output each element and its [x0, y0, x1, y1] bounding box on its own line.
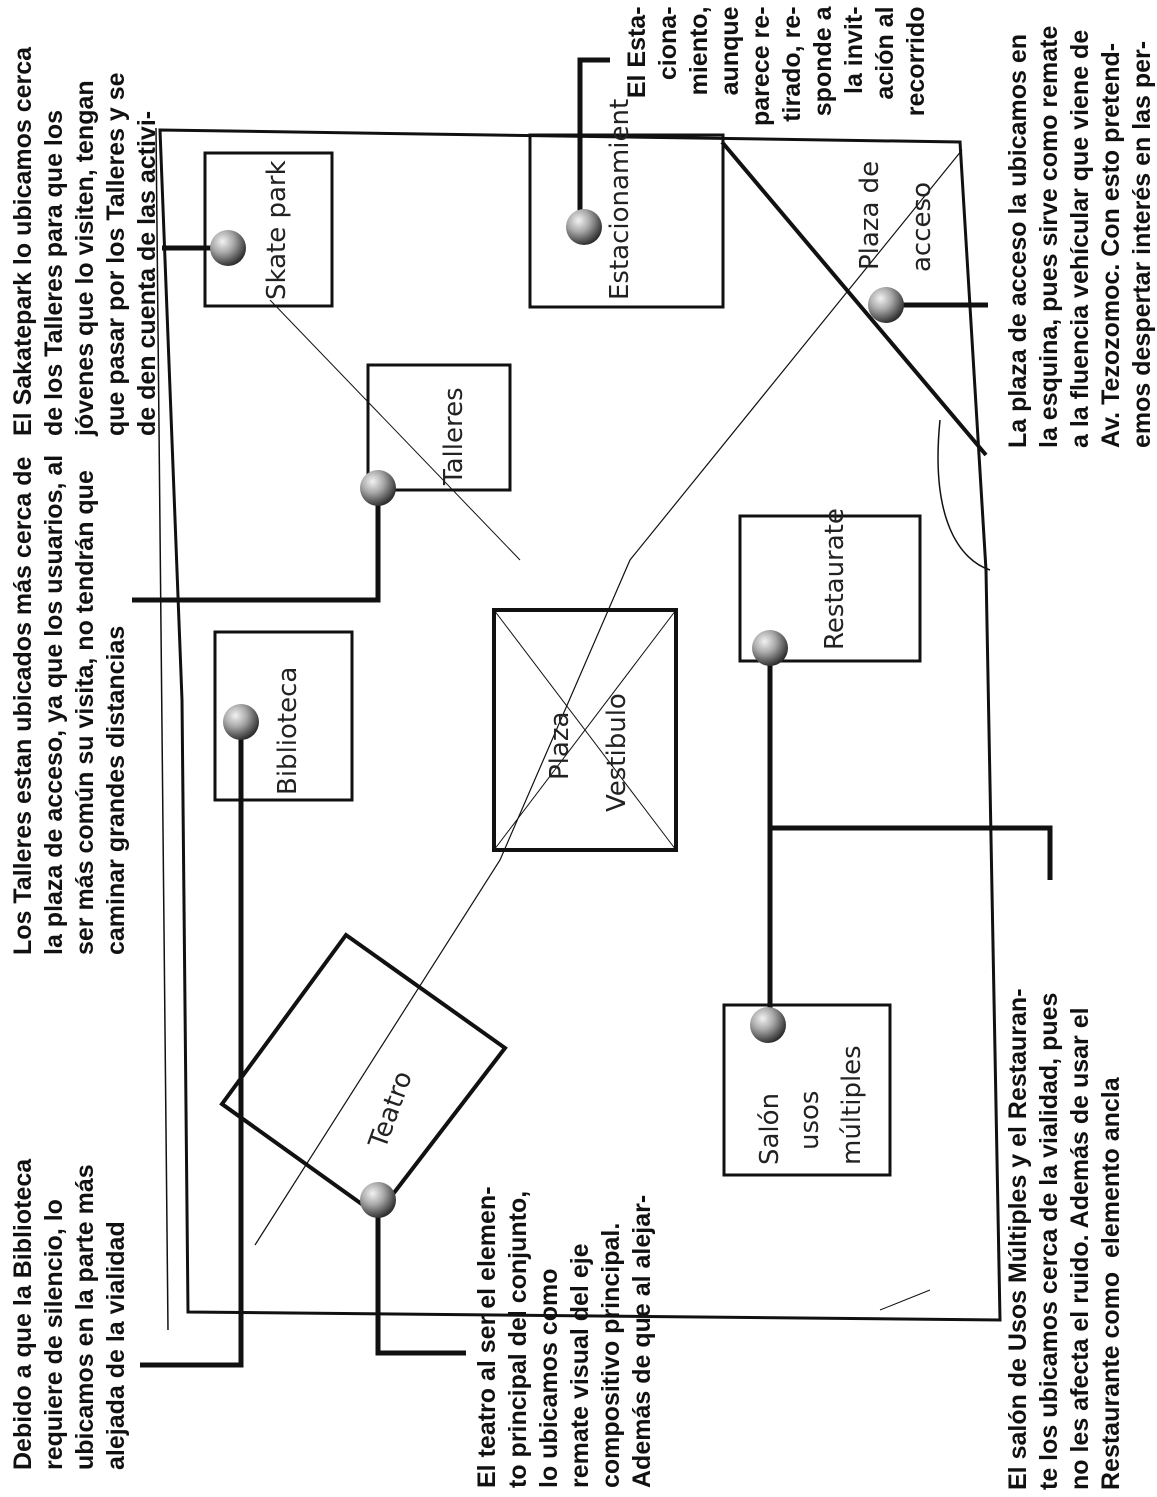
plaza-vestibulo-label-1: Plaza — [545, 712, 575, 780]
restaurante-box — [738, 514, 922, 663]
restaurante-label: Restaurate — [820, 508, 850, 650]
salon-label-3: múltiples — [837, 1045, 867, 1165]
pin-talleres — [360, 470, 396, 506]
pin-estacionamiento — [566, 209, 602, 245]
site-boundary — [158, 128, 1002, 1322]
leader-biblioteca — [140, 722, 244, 1368]
annotation-teatro: El teatro al ser el elemen- to principal… — [473, 1186, 656, 1488]
plaza-acceso-label-2: acceso — [907, 182, 937, 272]
skate-park-box — [203, 151, 334, 308]
leader-teatro — [375, 1200, 466, 1356]
plaza-acceso-label-1: Plaza de — [855, 161, 885, 270]
estacionamiento-box — [528, 133, 725, 309]
annotation-biblioteca: Debido a que la Biblioteca requiere de s… — [9, 1158, 130, 1470]
plaza-acceso-lines — [720, 140, 988, 457]
annotation-talleres: Los Talleres estan ubicados más cerca de… — [9, 454, 130, 955]
plaza-acceso-curve — [937, 419, 991, 571]
salon-label-1: Salón — [755, 1093, 785, 1165]
pin-teatro — [360, 1182, 396, 1218]
leader-talleres — [132, 488, 381, 603]
plaza-vestibulo-cross — [493, 609, 677, 851]
pin-biblioteca — [223, 704, 259, 740]
pin-restaurante — [752, 630, 788, 666]
annotation-skatepark: El Sakatepark lo ubicamos cerca de los T… — [9, 46, 161, 436]
biblioteca-label: Biblioteca — [273, 667, 303, 795]
boundary-sketch-line — [155, 127, 169, 1331]
skate-park-label: Skate park — [262, 160, 292, 300]
pin-plaza-acceso — [868, 287, 904, 323]
leader-salon-restaurante — [767, 648, 1053, 1022]
sketch-guide-2 — [879, 1289, 931, 1311]
teatro-label: Teatro — [363, 1067, 419, 1153]
estacionamiento-label: Estacionamient — [605, 99, 635, 300]
talleres-box — [366, 363, 512, 492]
salon-box — [722, 1003, 892, 1177]
salon-label-2: usos — [795, 1091, 825, 1150]
composition-axis — [254, 149, 963, 1246]
plaza-vestibulo-label-2: Vestibulo — [602, 693, 632, 812]
leader-estacionamiento — [577, 57, 610, 225]
talleres-label: Talleres — [439, 387, 469, 486]
sketch-guide — [269, 299, 521, 561]
annotation-estacionamiento: El Esta- ciona- miento, aunque parece re… — [623, 6, 930, 126]
plaza-vestibulo-box — [492, 608, 678, 852]
biblioteca-box — [213, 630, 354, 802]
pin-skatepark — [210, 230, 246, 266]
pin-salon — [750, 1007, 786, 1043]
annotation-salon-restaurante: El salón de Usos Múltiples y el Restaura… — [1004, 988, 1125, 1490]
annotation-plaza-acceso: La plaza de acceso la ubicamos en la esq… — [1004, 25, 1156, 448]
